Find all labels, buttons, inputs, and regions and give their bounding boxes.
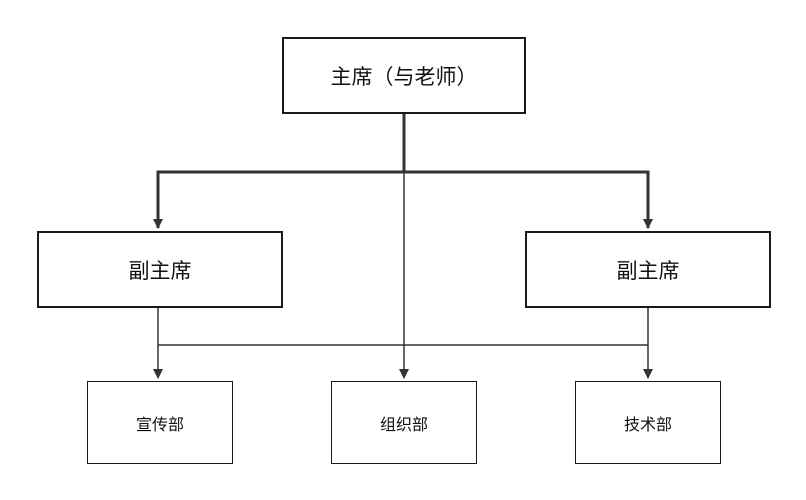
node-dept-technology-label: 技术部 <box>623 414 672 434</box>
node-chairman: 主席（与老师） <box>282 37 526 114</box>
node-dept-publicity: 宣传部 <box>87 381 233 464</box>
node-vice-chairman-left: 副主席 <box>37 231 283 308</box>
node-vice-chairman-left-label: 副主席 <box>128 258 192 283</box>
connector-chairman-to-vice-left <box>153 170 404 229</box>
node-dept-organization-label: 组织部 <box>379 414 428 434</box>
connector-chairman-to-vice-right <box>404 170 653 229</box>
node-vice-chairman-right-label: 副主席 <box>616 258 680 283</box>
node-dept-technology: 技术部 <box>575 381 721 464</box>
node-dept-organization: 组织部 <box>331 381 477 464</box>
node-vice-chairman-right: 副主席 <box>525 231 771 308</box>
node-chairman-label: 主席（与老师） <box>330 64 478 89</box>
node-dept-publicity-label: 宣传部 <box>135 414 184 434</box>
